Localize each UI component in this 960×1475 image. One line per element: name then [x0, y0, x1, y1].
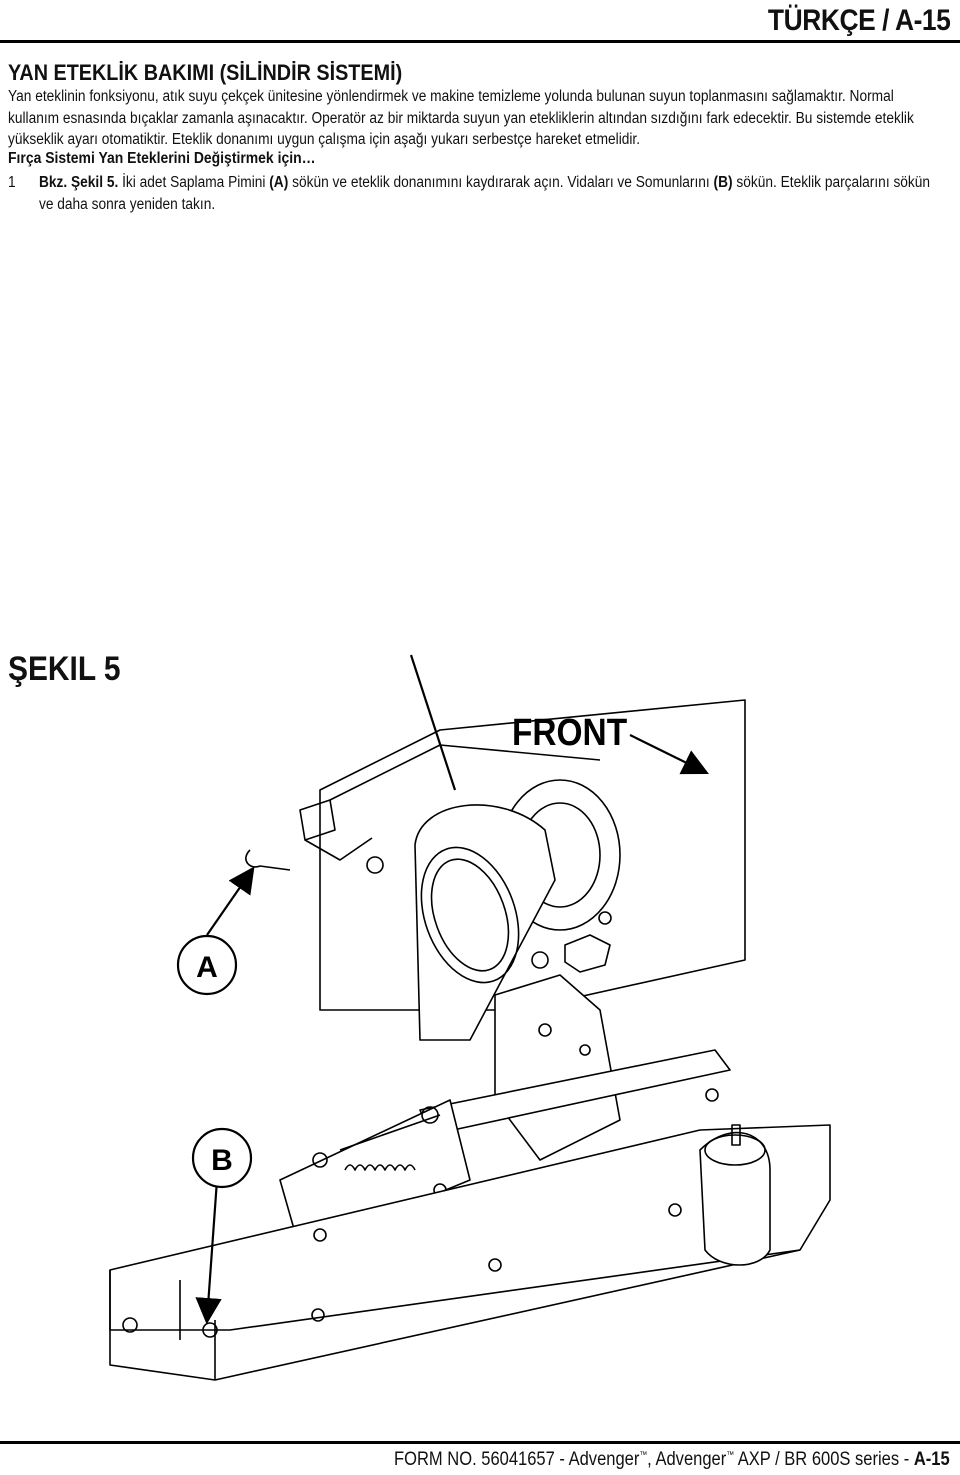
step-label-a: (A)	[269, 174, 289, 191]
trademark-mark: ™	[726, 1449, 735, 1460]
footer-series: AXP / BR 600S series -	[734, 1449, 915, 1470]
page-language-header: TÜRKÇE / A-15	[767, 4, 950, 37]
footer: FORM NO. 56041657 - Advenger™, Advenger™…	[394, 1449, 950, 1471]
step-text-part: sökün ve eteklik donanımını kaydırarak a…	[288, 174, 714, 191]
callout-a: A	[196, 951, 218, 984]
footer-form: FORM NO. 56041657 - Advenger	[394, 1449, 640, 1470]
procedure-step: 1 Bkz. Şekil 5. İki adet Saplama Pimini …	[8, 172, 946, 215]
trademark-mark: ™	[639, 1449, 648, 1460]
callout-b: B	[211, 1144, 233, 1177]
side-skirt-illustration: FRONT A B	[109, 654, 831, 1381]
figure-label: ŞEKIL 5	[8, 650, 121, 688]
step-text: Bkz. Şekil 5. İki adet Saplama Pimini (A…	[39, 172, 946, 215]
top-divider	[0, 40, 960, 43]
procedure-heading: Fırça Sistemi Yan Eteklerini Değiştirmek…	[8, 150, 316, 167]
step-text-part: sökün. Eteklik parçalarını sökün ve daha…	[38, 174, 931, 213]
intro-text: Yan eteklinin fonksiyonu, atık suyu çekç…	[8, 88, 914, 148]
step-number: 1	[8, 174, 16, 191]
step-label-b: (B)	[713, 174, 733, 191]
bottom-divider	[0, 1441, 960, 1444]
footer-page-number: A-15	[914, 1449, 950, 1470]
step-text-part: İki adet Saplama Pimini	[118, 174, 270, 191]
section-title: YAN ETEKLİK BAKIMI (SİLİNDİR SİSTEMİ)	[8, 60, 403, 85]
footer-product: , Advenger	[647, 1449, 727, 1470]
intro-paragraph: Yan eteklinin fonksiyonu, atık suyu çekç…	[8, 86, 946, 151]
front-direction-label: FRONT	[512, 711, 627, 753]
step-ref: Bkz. Şekil 5.	[38, 174, 119, 191]
